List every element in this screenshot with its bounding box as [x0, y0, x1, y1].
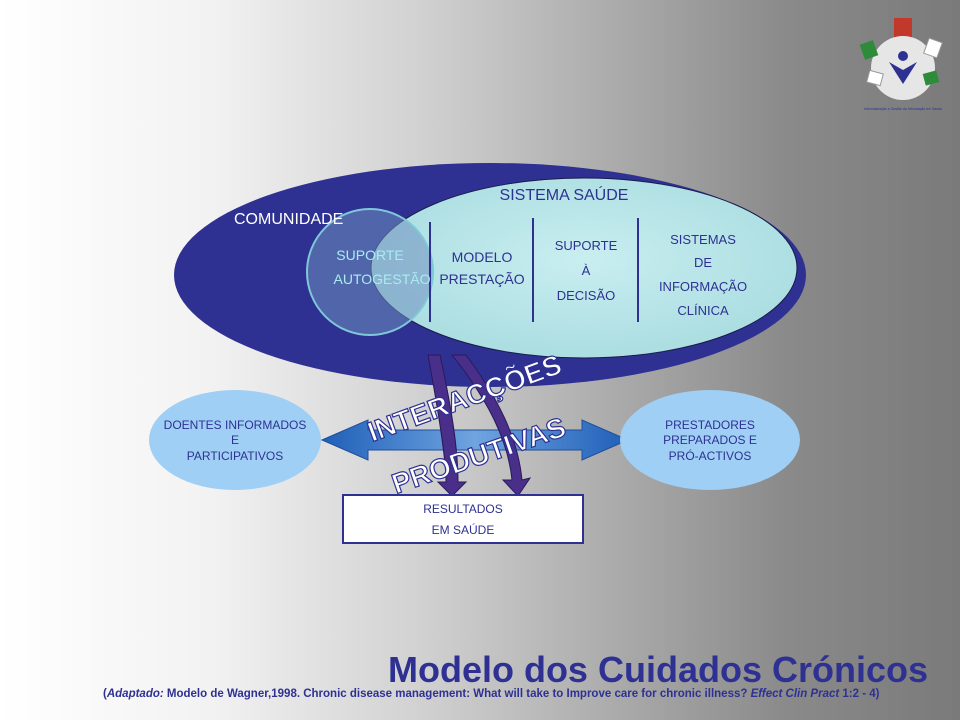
logo-white-page-icon — [923, 37, 943, 59]
logo-person-body-icon — [889, 62, 917, 84]
outcomes-box — [342, 494, 584, 544]
slide-title: Modelo dos Cuidados Crónicos — [388, 649, 928, 690]
decision-line-3: DECISÃO — [557, 288, 616, 303]
logo-circle — [871, 36, 935, 100]
patients-line-3: PARTICIPATIVOS — [187, 449, 283, 463]
providers-ellipse — [620, 390, 800, 490]
patients-ellipse — [149, 390, 321, 490]
community-label: COMUNIDADE — [234, 211, 343, 228]
info-line-2: DE — [694, 255, 712, 270]
self-management-circle — [306, 208, 434, 336]
logo-green-page-icon-2 — [922, 70, 940, 86]
providers-line-3: PRÓ-ACTIVOS — [669, 448, 752, 463]
self-mgmt-line-2: AUTOGESTÃO — [334, 271, 431, 287]
patients-line-1: DOENTES INFORMADOS — [164, 418, 307, 432]
decision-line-1: SUPORTE — [555, 238, 618, 253]
citation-tail: 1:2 - 4) — [839, 688, 879, 700]
citation-adapted: Adaptado: — [106, 688, 164, 700]
info-line-1: SISTEMAS — [670, 232, 736, 247]
delivery-line-1: MODELO — [452, 249, 513, 265]
logo-white-page-icon-2 — [866, 69, 884, 87]
providers-line-2: PREPARADOS E — [663, 433, 757, 447]
citation-journal: Effect Clin Pract — [751, 688, 841, 700]
decision-line-2: À — [582, 263, 591, 278]
outcome-arrows — [427, 354, 532, 497]
logo: Informatização e Gestão da Informação em… — [859, 18, 943, 111]
delivery-line-2: PRESTAÇÃO — [439, 271, 524, 287]
citation-text: Modelo de Wagner,1998. Chronic disease m… — [164, 688, 751, 700]
logo-green-page-icon — [859, 40, 879, 60]
providers-line-1: PRESTADORES — [665, 418, 755, 432]
health-system-title: SISTEMA SAÚDE — [500, 185, 629, 204]
citation: (Adaptado: Modelo de Wagner,1998. Chroni… — [103, 688, 880, 700]
outcomes-line-1: RESULTADOS — [423, 502, 503, 516]
right-outcome-arrow — [450, 354, 532, 497]
logo-red-block — [894, 18, 912, 38]
info-line-3: INFORMAÇÃO — [659, 279, 747, 294]
left-outcome-arrow — [427, 354, 468, 497]
logo-person-head-icon — [898, 51, 908, 61]
citation-open: ( — [103, 688, 107, 700]
self-mgmt-line-1: SUPORTE — [336, 247, 403, 263]
patients-line-2: E — [231, 433, 239, 447]
outcomes-line-2: EM SAÚDE — [432, 522, 495, 537]
info-line-4: CLÍNICA — [677, 303, 729, 318]
logo-caption: Informatização e Gestão da Informação em… — [864, 107, 942, 111]
